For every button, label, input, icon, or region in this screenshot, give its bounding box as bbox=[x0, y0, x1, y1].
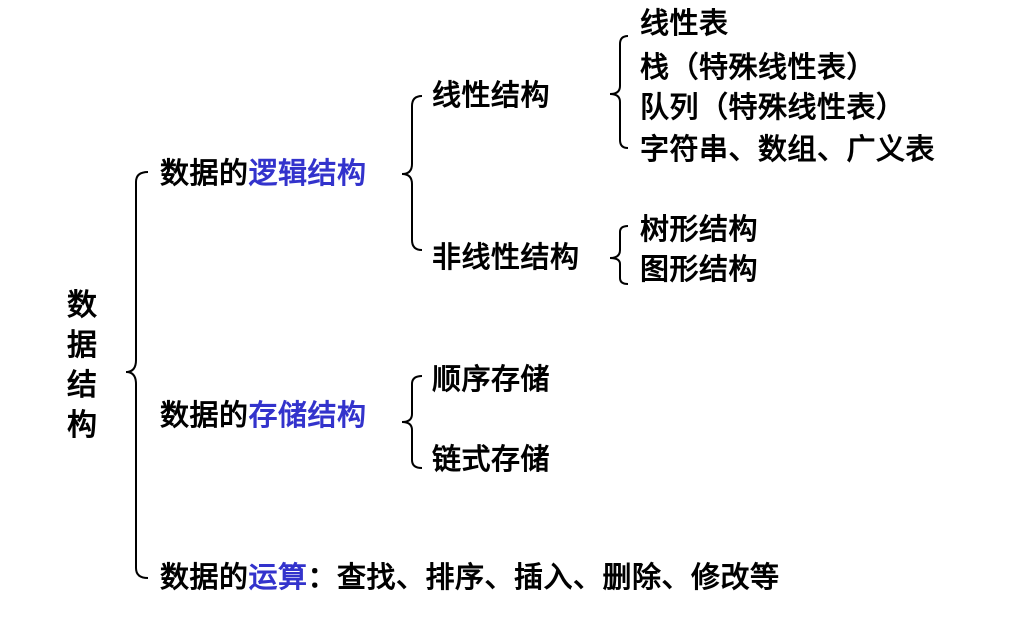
linear-structure-node: 线性结构 bbox=[432, 78, 551, 112]
operation-suffix: ：查找、排序、插入、删除、修改等 bbox=[307, 560, 780, 594]
storage-prefix: 数据的 bbox=[160, 398, 249, 432]
linear-bracket bbox=[609, 35, 629, 149]
logical-highlight: 逻辑结构 bbox=[248, 156, 367, 190]
operation-node: 数据的运算：查找、排序、插入、删除、修改等 bbox=[160, 560, 780, 594]
root-bracket bbox=[125, 171, 149, 579]
root-char: 构 bbox=[67, 408, 97, 443]
linear-item: 字符串、数组、广义表 bbox=[640, 132, 936, 166]
nonlinear-bracket bbox=[609, 225, 629, 285]
nonlinear-item: 树形结构 bbox=[640, 212, 759, 246]
logical-structure-node: 数据的逻辑结构 bbox=[160, 156, 367, 190]
root-label: 数 据 结 构 bbox=[62, 286, 102, 446]
storage-item: 链式存储 bbox=[432, 442, 551, 476]
storage-bracket bbox=[401, 375, 423, 469]
nonlinear-structure-node: 非线性结构 bbox=[432, 240, 580, 274]
storage-structure-node: 数据的存储结构 bbox=[160, 398, 367, 432]
root-char: 据 bbox=[67, 328, 97, 363]
root-char: 结 bbox=[67, 368, 97, 403]
storage-highlight: 存储结构 bbox=[248, 398, 367, 432]
logical-prefix: 数据的 bbox=[160, 156, 249, 190]
linear-item: 栈（特殊线性表） bbox=[640, 50, 877, 84]
root-char: 数 bbox=[67, 288, 97, 323]
operation-highlight: 运算 bbox=[248, 560, 308, 594]
linear-item: 队列（特殊线性表） bbox=[640, 90, 906, 124]
nonlinear-item: 图形结构 bbox=[640, 252, 759, 286]
logical-bracket bbox=[401, 95, 423, 251]
linear-item: 线性表 bbox=[640, 6, 729, 40]
operation-prefix: 数据的 bbox=[160, 560, 249, 594]
storage-item: 顺序存储 bbox=[432, 362, 551, 396]
